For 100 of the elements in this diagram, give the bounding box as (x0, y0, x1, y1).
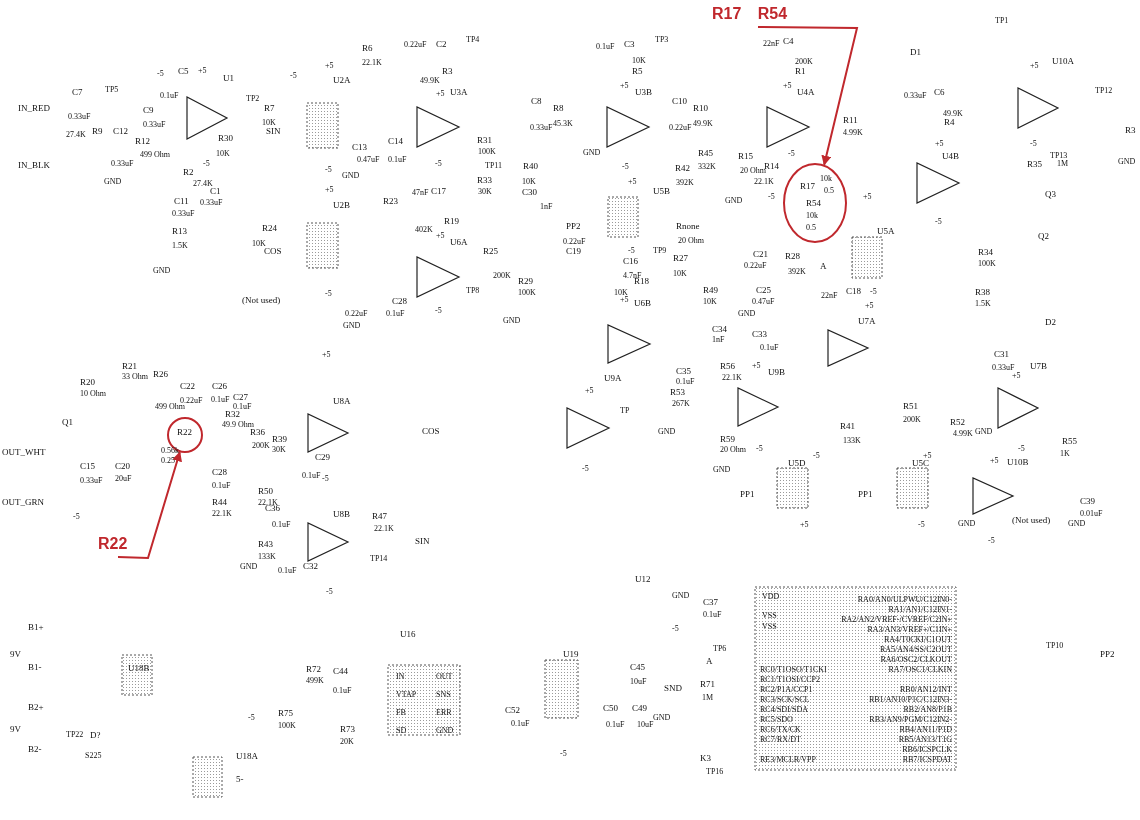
component-value: 100K (978, 260, 996, 268)
component-value: 0.1uF (760, 344, 779, 352)
component-reference: R3 (442, 67, 453, 76)
component-value: 200K (493, 272, 511, 280)
power-label: +5 (322, 351, 331, 359)
component-reference: C8 (531, 97, 542, 106)
pin-name: RB5/AN13/T1G (898, 736, 952, 744)
component-reference: C22 (180, 382, 195, 391)
component-value: 10k (820, 175, 832, 183)
component-value: 4.99K (843, 129, 863, 137)
test-point-label: TP3 (655, 36, 669, 44)
test-point-label: TP22 (66, 731, 84, 739)
component-reference: R26 (153, 370, 168, 379)
component-value: 49.9K (420, 77, 440, 85)
component-reference: C34 (712, 325, 727, 334)
net-label: OUT_GRN (2, 498, 44, 507)
power-label: +5 (198, 67, 207, 75)
component-reference: C9 (143, 106, 154, 115)
power-label: -5 (813, 452, 820, 460)
test-point-label: TP14 (370, 555, 388, 563)
pin-name: RC5/SDO (760, 716, 793, 724)
component-value: 0.33uF (143, 121, 166, 129)
pin-name: RB3/AN9/PGM/C12IN2- (869, 716, 952, 724)
component-reference: R1 (795, 67, 806, 76)
net-label: COS (264, 247, 282, 256)
component-reference: Q3 (1045, 190, 1056, 199)
component-value: 0.33uF (111, 160, 134, 168)
power-label: GND (342, 172, 360, 180)
power-label: -5 (435, 160, 442, 168)
component-reference: U10A (1052, 57, 1074, 66)
component-reference: C16 (623, 257, 638, 266)
power-label: +5 (585, 387, 594, 395)
component-value: 1.5K (975, 300, 991, 308)
power-label: GND (658, 428, 676, 436)
component-value: 0.22uF (404, 41, 427, 49)
power-label: -5 (325, 166, 332, 174)
component-value: 332K (698, 163, 716, 171)
component-reference: R35 (1027, 160, 1042, 169)
component-value: 10K (216, 150, 230, 158)
power-label: -5 (628, 247, 635, 255)
component-reference: C28 (392, 297, 407, 306)
net-label: B2- (28, 745, 42, 754)
component-reference: U5B (653, 187, 670, 196)
component-value: 0.56k (161, 447, 179, 455)
component-value: 22.1K (212, 510, 232, 518)
power-label: +5 (325, 186, 334, 194)
net-label: IN_RED (18, 104, 50, 113)
power-label: -5 (756, 445, 763, 453)
component-value: 0.1uF (596, 43, 615, 51)
power-label: -5 (918, 521, 925, 529)
test-point-label: TP6 (713, 645, 727, 653)
component-value: 1nF (540, 203, 553, 211)
component-reference: U5C (912, 459, 929, 468)
component-value: 22nF (763, 40, 780, 48)
component-reference: R20 (80, 378, 95, 387)
component-reference: U4A (797, 88, 815, 97)
component-value: 0.33uF (530, 124, 553, 132)
component-reference: R40 (523, 162, 538, 171)
component-reference: Rnone (676, 222, 700, 231)
power-label: GND (725, 197, 743, 205)
component-reference: C14 (388, 137, 403, 146)
power-label: GND (153, 267, 171, 275)
component-value: 4.99K (953, 430, 973, 438)
component-reference: U10B (1007, 458, 1029, 467)
power-label: -5 (582, 465, 589, 473)
power-label: GND (583, 149, 601, 157)
component-reference: R24 (262, 224, 277, 233)
net-label: B1- (28, 663, 42, 672)
pin-name: FB (396, 709, 406, 717)
component-reference: C19 (566, 247, 581, 256)
power-label: -5 (768, 193, 775, 201)
component-reference: R13 (172, 227, 187, 236)
component-reference: C39 (1080, 497, 1095, 506)
component-value: 0.22uF (669, 124, 692, 132)
power-label: +5 (628, 178, 637, 186)
component-value: 0.1uF (388, 156, 407, 164)
power-label: +5 (990, 457, 999, 465)
power-label: -5 (988, 537, 995, 545)
component-value: 0.33uF (68, 113, 91, 121)
component-reference: U19 (563, 650, 579, 659)
component-value: 0.1uF (676, 378, 695, 386)
component-reference: Q1 (62, 418, 73, 427)
component-value: 20 Ohm (740, 167, 766, 175)
note: (Not used) (1012, 516, 1051, 525)
component-reference: C20 (115, 462, 130, 471)
component-reference: C18 (846, 287, 861, 296)
pin-name: RA5/AN4/SS/C2OUT (880, 646, 952, 654)
component-reference: U8B (333, 510, 350, 519)
component-value: 22.1K (754, 178, 774, 186)
component-value: 10K (262, 119, 276, 127)
component-value: 10K (703, 298, 717, 306)
net-label: K3 (700, 754, 711, 763)
power-label: +5 (752, 362, 761, 370)
power-label: -5 (290, 72, 297, 80)
component-value: 0.22uF (345, 310, 368, 318)
component-reference: U9A (604, 374, 622, 383)
net-label: SND (664, 684, 682, 693)
pin-name: RC2/P1A/CCP1 (760, 686, 813, 694)
component-reference: C12 (113, 127, 128, 136)
component-reference: U18A (236, 752, 258, 761)
